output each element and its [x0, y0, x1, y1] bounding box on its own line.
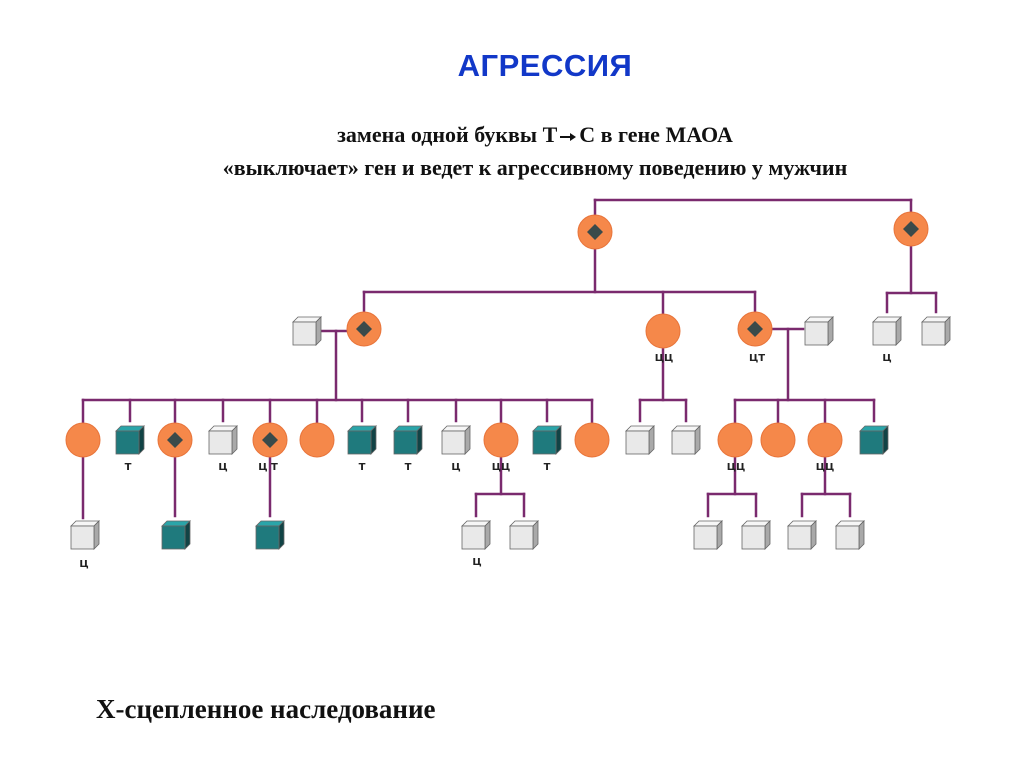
genotype-label: Ц — [79, 559, 88, 570]
genotype-label: ЦЦ — [816, 462, 835, 473]
healthy-male-cube — [292, 316, 322, 346]
female-symbol — [807, 422, 843, 458]
subtitle-line-1: замена одной буквы Т С в гене МАОА — [0, 122, 1024, 148]
genotype-label: ЦТ — [749, 353, 765, 364]
genotype-label: Ц — [451, 462, 460, 473]
footer-caption: Х-сцепленное наследование — [96, 694, 436, 724]
healthy-male-cube — [787, 520, 817, 550]
genotype-label: Т — [125, 462, 132, 473]
affected-male-cube — [115, 425, 145, 455]
carrier-female-symbol — [157, 422, 193, 458]
genotype-label: Ц Т — [258, 462, 278, 473]
female-symbol — [483, 422, 519, 458]
healthy-male-cube — [835, 520, 865, 550]
healthy-male-cube — [671, 425, 701, 455]
healthy-male-cube — [461, 520, 491, 550]
page-title: АГРЕССИЯ — [457, 48, 633, 83]
genotype-label: ЦЦ — [492, 462, 511, 473]
genotype-label: Т — [544, 462, 551, 473]
healthy-male-cube — [921, 316, 951, 346]
subtitle-line-1-part-1: замена одной буквы Т — [337, 122, 558, 147]
female-symbol — [65, 422, 101, 458]
pedigree-nodes — [65, 211, 951, 550]
healthy-male-cube — [441, 425, 471, 455]
female-symbol — [299, 422, 335, 458]
subtitle-line-1-part-2: С в гене МАОА — [579, 122, 733, 147]
affected-male-cube — [393, 425, 423, 455]
affected-male-cube — [161, 520, 191, 550]
genotype-label: ЦЦ — [655, 353, 674, 364]
affected-male-cube — [859, 425, 889, 455]
genotype-label: ЦЦ — [727, 462, 746, 473]
affected-male-cube — [255, 520, 285, 550]
carrier-female-symbol — [893, 211, 929, 247]
healthy-male-cube — [872, 316, 902, 346]
healthy-male-cube — [625, 425, 655, 455]
genotype-label: Ц — [472, 557, 481, 568]
healthy-male-cube — [804, 316, 834, 346]
genotype-label: Т — [359, 462, 366, 473]
healthy-male-cube — [208, 425, 238, 455]
healthy-male-cube — [70, 520, 100, 550]
carrier-female-symbol — [346, 311, 382, 347]
subtitle-line-2: «выключает» ген и ведет к агрессивному п… — [222, 155, 848, 180]
arrow-right-icon — [560, 132, 577, 141]
carrier-female-symbol — [737, 311, 773, 347]
female-symbol — [574, 422, 610, 458]
affected-male-cube — [532, 425, 562, 455]
female-symbol — [760, 422, 796, 458]
healthy-male-cube — [741, 520, 771, 550]
healthy-male-cube — [693, 520, 723, 550]
female-symbol — [645, 313, 681, 349]
genotype-label: Т — [405, 462, 412, 473]
genotype-label: Ц — [882, 353, 891, 364]
carrier-female-symbol — [577, 214, 613, 250]
female-symbol — [717, 422, 753, 458]
carrier-female-symbol — [252, 422, 288, 458]
pedigree-lines — [81, 198, 938, 520]
genotype-label: Ц — [218, 462, 227, 473]
affected-male-cube — [347, 425, 377, 455]
healthy-male-cube — [509, 520, 539, 550]
